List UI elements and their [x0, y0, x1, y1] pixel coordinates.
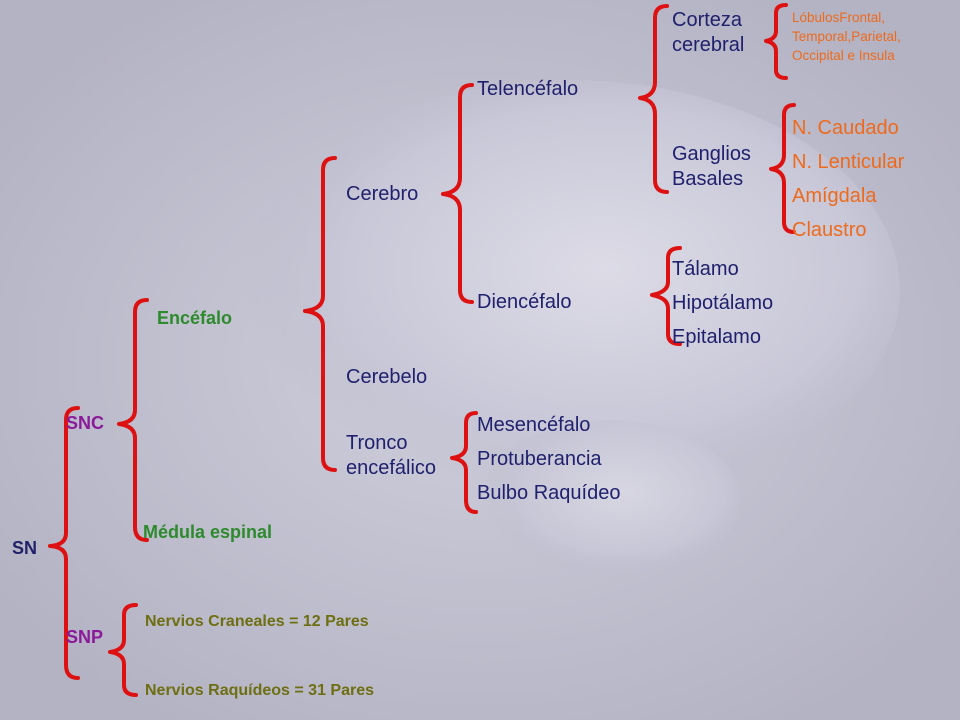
brace-cerebro: [441, 83, 474, 304]
label-diencefalo: Diencéfalo: [477, 291, 572, 313]
label-tronco-line-2: encefálico: [346, 457, 437, 479]
label-epitalamo: Epitalamo: [672, 326, 761, 348]
brace-encefalo: [303, 156, 337, 472]
label-n-caudado: N. Caudado: [792, 117, 899, 139]
label-sn: SN: [12, 538, 38, 558]
label-medula-espinal: Médula espinal: [143, 522, 273, 542]
brace-telencefalo: [638, 4, 669, 194]
label-encefalo: Encéfalo: [157, 308, 233, 328]
label-corteza-line-1: Corteza: [672, 9, 743, 31]
label-claustro: Claustro: [792, 219, 867, 241]
brace-snp: [108, 603, 138, 697]
label-nervios-craneales: Nervios Craneales = 12 Pares: [145, 613, 369, 630]
label-lobulos-line-2: Temporal,Parietal,: [792, 29, 901, 44]
label-tronco-line-1: Tronco: [346, 432, 408, 454]
label-snc: SNC: [66, 413, 105, 433]
label-cerebelo: Cerebelo: [346, 366, 428, 388]
label-lobulos-line-1: LóbulosFrontal,: [792, 10, 886, 25]
label-bulbo-raquideo: Bulbo Raquídeo: [477, 482, 621, 504]
label-cerebro: Cerebro: [346, 183, 419, 205]
label-telencefalo: Telencéfalo: [477, 78, 579, 100]
label-ganglios-line-1: Ganglios: [672, 143, 751, 165]
brace-corteza: [764, 3, 788, 80]
label-tronco-encefalico: Tronco encefálico: [346, 431, 436, 481]
list-ganglios-parts: N. Caudado N. Lenticular Amígdala Claust…: [792, 111, 904, 247]
brace-tronco: [450, 411, 478, 514]
label-corteza-lobulos: LóbulosFrontal, Temporal,Parietal, Occip…: [792, 8, 901, 65]
list-tronco-parts: Mesencéfalo Protuberancia Bulbo Raquídeo: [477, 408, 620, 510]
label-snp: SNP: [66, 627, 104, 647]
label-ganglios-basales: Ganglios Basales: [672, 142, 751, 192]
brace-snc: [117, 298, 149, 542]
label-mesencefalo: Mesencéfalo: [477, 414, 591, 436]
label-corteza-cerebral: Corteza cerebral: [672, 8, 744, 58]
label-talamo: Tálamo: [672, 258, 739, 280]
label-ganglios-line-2: Basales: [672, 168, 744, 190]
brace-ganglios: [769, 103, 796, 234]
label-corteza-line-2: cerebral: [672, 34, 745, 56]
label-hipotalamo: Hipotálamo: [672, 292, 774, 314]
list-diencefalo-parts: Tálamo Hipotálamo Epitalamo: [672, 252, 773, 354]
brace-sn: [48, 406, 80, 680]
label-protuberancia: Protuberancia: [477, 448, 602, 470]
brace-diencefalo: [650, 246, 682, 346]
label-n-lenticular: N. Lenticular: [792, 151, 905, 173]
label-lobulos-line-3: Occipital e Insula: [792, 48, 895, 63]
label-amigdala: Amígdala: [792, 185, 877, 207]
label-nervios-raquideos: Nervios Raquídeos = 31 Pares: [145, 682, 374, 699]
